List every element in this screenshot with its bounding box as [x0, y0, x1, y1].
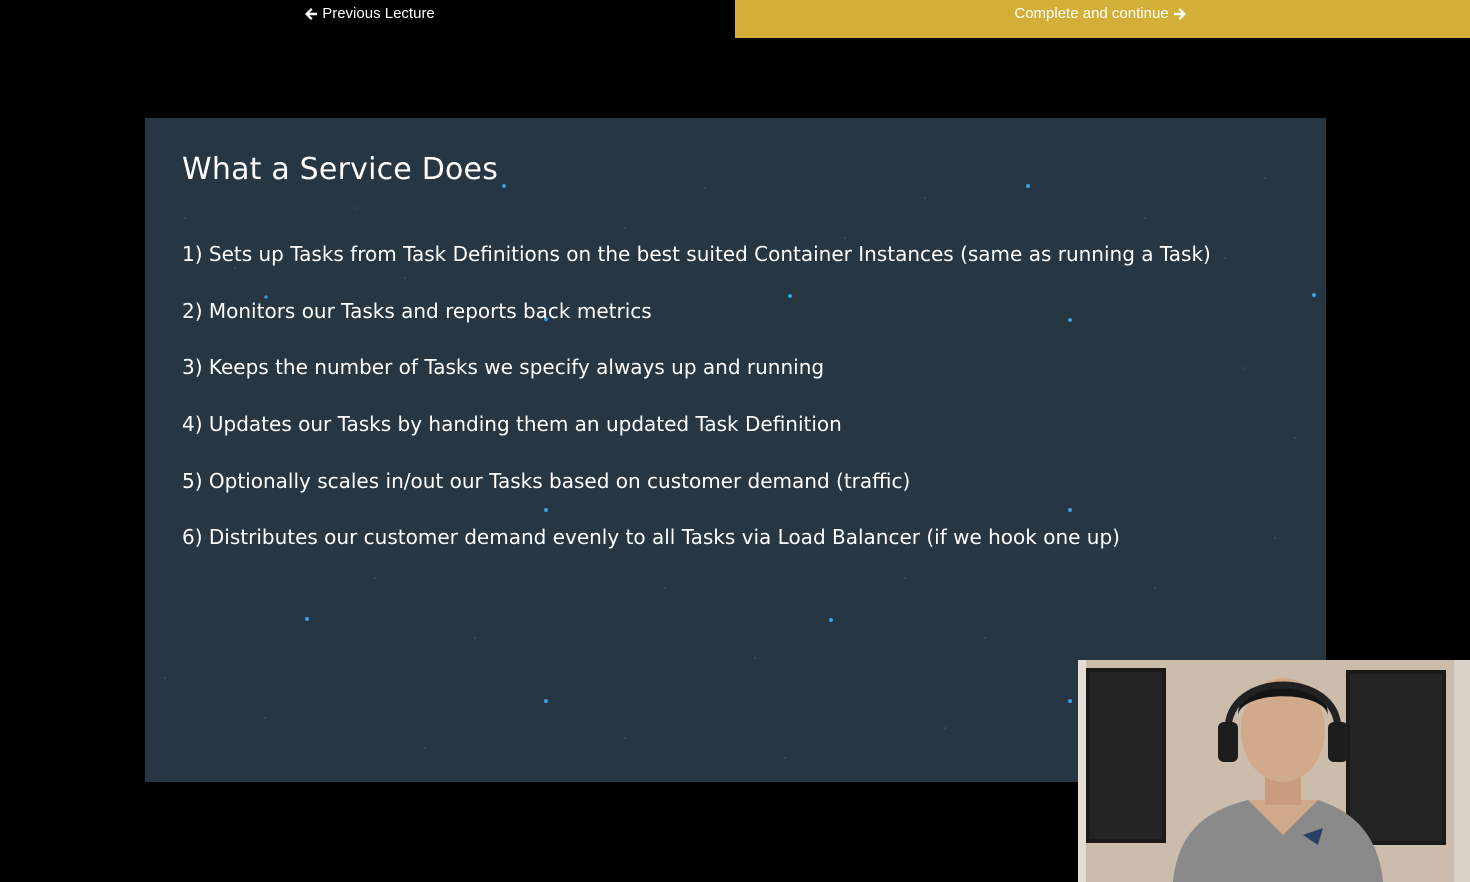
lecture-nav-bar: Previous Lecture Complete and continue: [0, 0, 1470, 38]
arrow-right-icon: [1173, 8, 1186, 20]
slide-title: What a Service Does: [182, 152, 499, 187]
instructor-video-frame: [1078, 660, 1470, 882]
list-item: 2) Monitors our Tasks and reports back m…: [182, 298, 652, 323]
list-item: 6) Distributes our customer demand evenl…: [182, 525, 1120, 550]
list-item: 3) Keeps the number of Tasks we specify …: [182, 355, 825, 380]
list-item: 1) Sets up Tasks from Task Definitions o…: [182, 242, 1211, 266]
complete-and-continue-label: Complete and continue: [1014, 5, 1169, 22]
list-item: 4) Updates our Tasks by handing them an …: [182, 412, 842, 437]
starfield-background: [164, 177, 1316, 759]
complete-and-continue-button[interactable]: Complete and continue: [735, 0, 1470, 38]
instructor-webcam: [1078, 660, 1470, 882]
list-item: 5) Optionally scales in/out our Tasks ba…: [182, 468, 911, 493]
arrow-left-icon: [305, 8, 318, 20]
previous-lecture-label: Previous Lecture: [322, 5, 435, 22]
previous-lecture-button[interactable]: Previous Lecture: [0, 0, 735, 38]
service-duties-list: 1) Sets up Tasks from Task Definitions o…: [182, 236, 1211, 576]
